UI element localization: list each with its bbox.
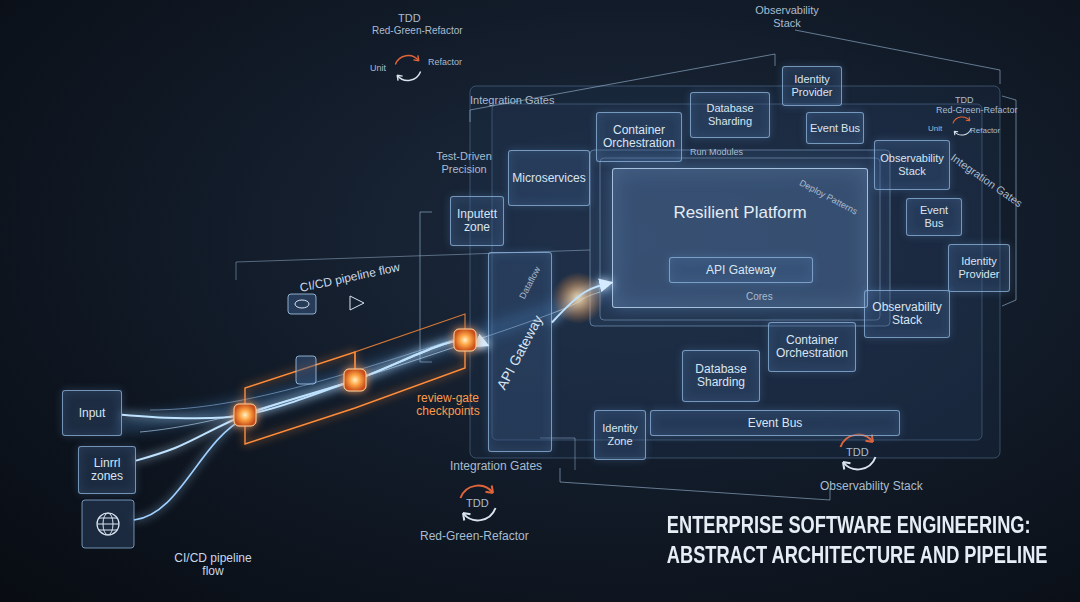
pipeline-connector xyxy=(552,283,612,323)
annotation-label: TDD xyxy=(466,497,489,510)
annotation-label: Cores xyxy=(746,290,773,303)
module-box: Event Bus xyxy=(906,198,962,236)
review-loop xyxy=(355,314,465,380)
globe-icon xyxy=(97,518,119,530)
annotation-label: CI/CD pipeline flow xyxy=(168,552,258,578)
module-box: Microservices xyxy=(508,150,590,206)
flow-arrow-symbol xyxy=(350,296,364,310)
platform-layer xyxy=(590,150,890,326)
node-label: Identity Provider xyxy=(785,73,839,99)
annotation-label: CI/CD pipeline flow xyxy=(299,261,402,295)
review-checkpoint xyxy=(234,404,256,426)
module-box: Event Bus xyxy=(650,410,900,436)
review-checkpoint xyxy=(454,329,476,351)
node-label: Input xyxy=(79,407,106,420)
tdd-cycle xyxy=(395,55,420,80)
node-label: Container Orchestration xyxy=(599,124,679,150)
annotation-label: Refactor xyxy=(428,56,462,69)
annotation-label: review-gate checkpoints xyxy=(402,392,494,418)
module-box: Container Orchestration xyxy=(768,322,856,372)
module-box: Database Sharding xyxy=(690,92,770,138)
node-label: Event Bus xyxy=(748,417,803,430)
node-label: Database Sharding xyxy=(685,363,757,389)
module-box: Linrrl zones xyxy=(78,446,136,494)
annotation-label: Observability Stack xyxy=(752,4,822,30)
node-label: Observability Stack xyxy=(867,301,947,327)
tdd-cycle xyxy=(461,486,496,521)
annotation-label: Unit xyxy=(370,62,386,75)
stage-icon xyxy=(288,294,316,314)
review-loop xyxy=(245,352,355,415)
diagram-title: ENTERPRISE SOFTWARE ENGINEERING: ABSTRAC… xyxy=(667,510,1062,570)
node-label: Container Orchestration xyxy=(771,334,853,360)
globe-icon xyxy=(97,513,119,535)
review-checkpoint xyxy=(344,369,366,391)
annotation-label: Red-Green-Refactor xyxy=(936,104,1018,117)
node-label: API Gateway xyxy=(495,313,545,391)
module-box: Input xyxy=(62,390,122,436)
node-label: Database Sharding xyxy=(693,102,767,128)
module-box: Identity Provider xyxy=(948,244,1010,292)
globe-box xyxy=(82,500,134,548)
module-box: Inputett zone xyxy=(450,196,504,246)
stage-icon xyxy=(296,356,316,384)
tdd-cycle xyxy=(841,435,876,470)
annotation-label: Integration Gates xyxy=(450,460,542,473)
bracket xyxy=(560,468,830,500)
flow-line xyxy=(134,418,245,520)
module-box: API Gateway xyxy=(669,257,813,283)
node-label: Inputett zone xyxy=(453,208,501,234)
annotation-label: Test-Driven Precision xyxy=(426,150,502,176)
node-label: Identity Zone xyxy=(597,422,643,448)
node-label: Resilient Platform xyxy=(673,203,806,223)
module-box: API Gateway xyxy=(488,252,552,452)
node-label: Linrrl zones xyxy=(81,457,133,483)
platform-layer xyxy=(492,104,982,440)
module-box: Observability Stack xyxy=(864,290,950,338)
tdd-cycle xyxy=(953,117,971,135)
module-box: Identity Zone xyxy=(594,410,646,460)
annotation-label: Integration Gates xyxy=(470,94,554,107)
node-label: API Gateway xyxy=(706,264,776,277)
module-box: Identity Provider xyxy=(782,66,842,106)
annotation-label: Refactor xyxy=(970,124,1000,137)
annotation-label: Run Modules xyxy=(690,146,743,159)
platform-box: Resilient PlatformAPI Gateway xyxy=(612,168,868,308)
node-label: Event Bus xyxy=(909,204,959,230)
module-box: Database Sharding xyxy=(682,350,760,402)
node-label: Identity Provider xyxy=(951,255,1007,281)
beam-flare xyxy=(552,272,604,324)
module-box: Container Orchestration xyxy=(596,112,682,162)
annotation-label: Unit xyxy=(928,122,942,135)
platform-layer xyxy=(600,158,880,320)
stage-icon xyxy=(295,300,309,308)
module-box: Observability Stack xyxy=(874,140,950,190)
annotation-label: Red-Green-Refactor xyxy=(420,530,529,543)
node-label: Event Bus xyxy=(810,122,860,135)
node-label: Observability Stack xyxy=(877,152,947,178)
platform-layer xyxy=(470,86,1000,458)
annotation-label: TDD xyxy=(846,446,869,459)
module-box: Event Bus xyxy=(806,112,864,144)
node-label: Microservices xyxy=(512,172,585,185)
annotation-label: TDD xyxy=(398,12,421,25)
bracket xyxy=(420,212,432,362)
globe-icon xyxy=(103,513,113,535)
annotation-label: Observability Stack xyxy=(820,480,923,493)
annotation-label: Red-Green-Refactor xyxy=(372,24,463,37)
